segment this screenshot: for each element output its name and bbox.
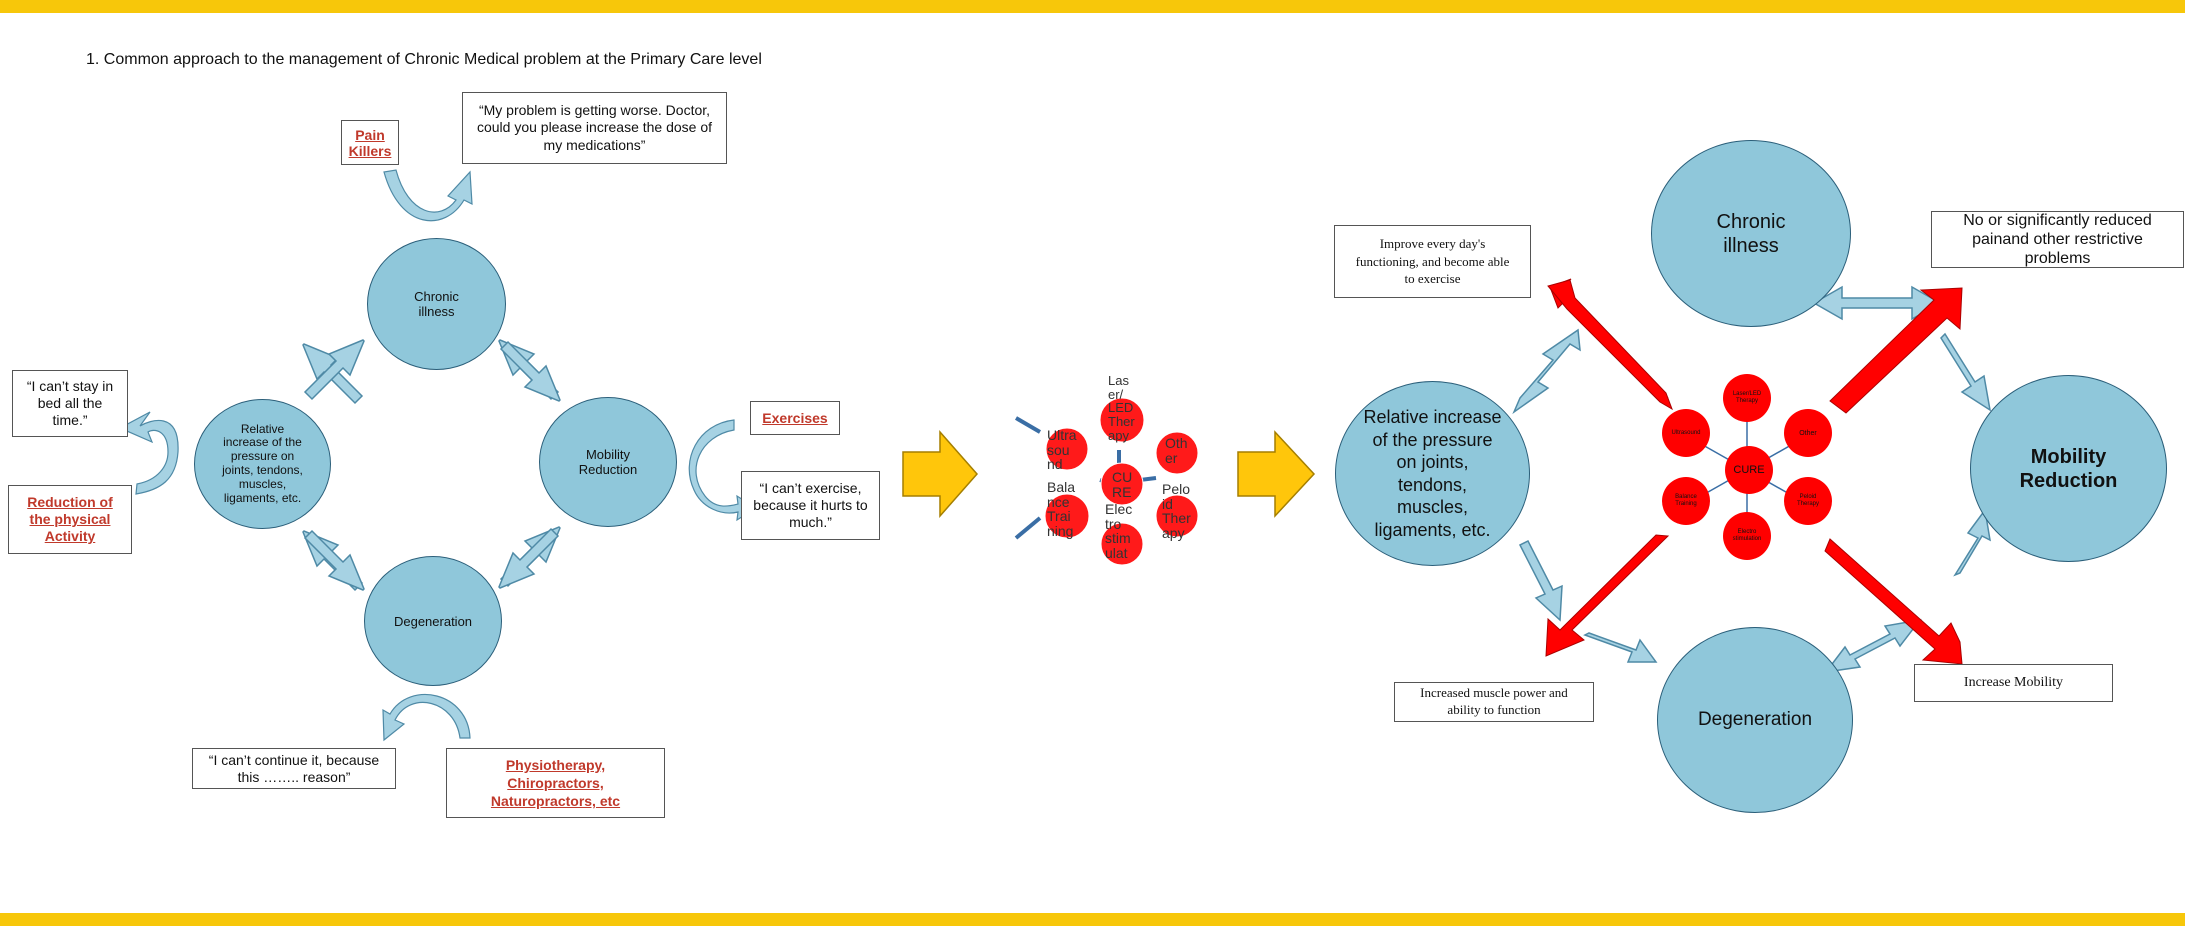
cure-item-other: Other bbox=[1784, 409, 1832, 457]
red-arrow-ne bbox=[1829, 287, 1963, 414]
note-increased-muscle: Increased muscle power and ability to fu… bbox=[1394, 682, 1594, 722]
arrow-chronic-relative-b bbox=[303, 339, 365, 401]
arrow-relative-degeneration-b bbox=[303, 529, 365, 591]
red-arrow-sw bbox=[1545, 534, 1670, 657]
right-node-chronic-illness: Chronic illness bbox=[1651, 140, 1851, 327]
cure-item-laser-led: Laser/LED Therapy bbox=[1723, 374, 1771, 422]
cure-item-peloid: Peloid Therapy bbox=[1784, 477, 1832, 525]
cure-item-electrostimulation: Electro stimulation bbox=[1723, 512, 1771, 560]
big-arrow-1 bbox=[902, 430, 978, 518]
red-arrow-se bbox=[1824, 538, 1963, 665]
note-physiotherapy[interactable]: Physiotherapy, Chiropractors, Naturoprac… bbox=[446, 748, 665, 818]
curve-degeneration bbox=[382, 693, 471, 742]
curve-bed bbox=[118, 411, 179, 495]
thumbnail-circles bbox=[1044, 397, 1199, 566]
note-continue-quote: “I can’t continue it, because this …….. … bbox=[192, 748, 396, 789]
arrow-r-mobility-down bbox=[1953, 508, 1991, 577]
cure-center: CURE bbox=[1725, 446, 1773, 494]
note-bed-quote: “I can’t stay in bed all the time.” bbox=[12, 370, 128, 437]
left-node-chronic-illness: Chronic illness bbox=[367, 238, 506, 370]
note-exercise-quote: “I can’t exercise, because it hurts to m… bbox=[741, 471, 880, 540]
right-node-degeneration: Degeneration bbox=[1657, 627, 1853, 813]
note-doctor-quote: “My problem is getting worse. Doctor, co… bbox=[462, 92, 727, 164]
arrow-r-chronic-mobility-2 bbox=[1940, 332, 1992, 412]
left-node-relative-increase: Relative increase of the pressure on joi… bbox=[194, 399, 331, 529]
big-arrow-2 bbox=[1237, 430, 1316, 518]
note-no-pain: No or significantly reduced painand othe… bbox=[1931, 211, 2184, 268]
note-reduction-physical-activity[interactable]: Reduction of the physical Activity bbox=[8, 485, 132, 554]
arrow-r-degeneration-mobility bbox=[1824, 618, 1922, 674]
right-node-mobility-reduction: Mobility Reduction bbox=[1970, 375, 2167, 562]
right-node-relative-increase: Relative increase of the pressure on joi… bbox=[1335, 381, 1530, 566]
cure-item-balance: Balance Training bbox=[1662, 477, 1710, 525]
arrow-mobility-degeneration-b bbox=[498, 527, 560, 589]
note-pain-killers[interactable]: Pain Killers bbox=[341, 120, 399, 165]
arrow-r-relative-chronic bbox=[1512, 328, 1581, 415]
note-exercises[interactable]: Exercises bbox=[750, 401, 840, 435]
curve-pain-killers bbox=[383, 169, 473, 222]
cure-item-ultrasound: Ultrasound bbox=[1662, 409, 1710, 457]
top-yellow-band bbox=[0, 0, 2185, 13]
right-cycle-arrows bbox=[1512, 285, 1992, 674]
arrow-r-degeneration bbox=[1583, 632, 1658, 663]
left-cycle-arrows bbox=[302, 339, 561, 592]
red-arrows bbox=[1545, 278, 1963, 665]
big-yellow-arrows bbox=[902, 430, 1316, 518]
left-node-mobility-reduction: Mobility Reduction bbox=[539, 397, 677, 527]
red-arrow-nw-b bbox=[1547, 279, 1673, 411]
left-node-degeneration: Degeneration bbox=[364, 556, 502, 686]
arrow-r-relative-degeneration bbox=[1518, 539, 1563, 622]
note-increase-mobility: Increase Mobility bbox=[1914, 664, 2113, 702]
note-improve-functioning: Improve every day's functioning, and bec… bbox=[1334, 225, 1531, 298]
bottom-yellow-band bbox=[0, 913, 2185, 926]
arrow-chronic-mobility-b bbox=[499, 340, 561, 402]
page-title: 1. Common approach to the management of … bbox=[86, 51, 762, 68]
